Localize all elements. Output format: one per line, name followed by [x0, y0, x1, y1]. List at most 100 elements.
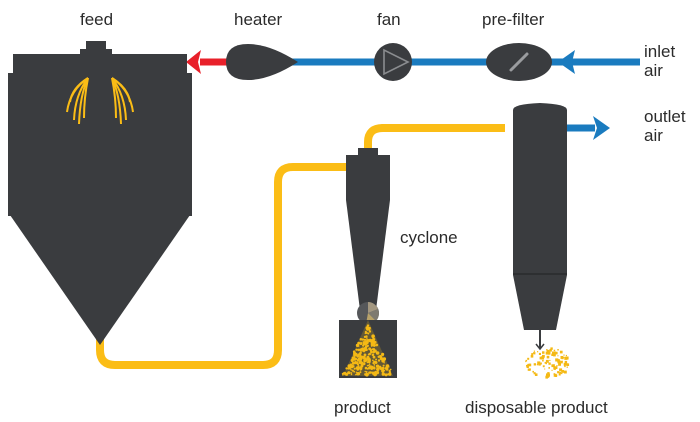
particle	[546, 349, 550, 353]
particle	[369, 330, 371, 332]
particle	[354, 352, 358, 356]
particle	[359, 359, 361, 361]
particle	[548, 367, 550, 369]
particle	[356, 372, 360, 376]
particle	[555, 358, 557, 361]
particle	[536, 363, 539, 366]
particle	[347, 371, 351, 375]
particle	[385, 365, 388, 367]
particle	[382, 364, 385, 367]
particle	[355, 373, 357, 376]
particle	[359, 366, 361, 369]
particle	[566, 364, 569, 366]
particle	[383, 362, 385, 364]
particle	[360, 364, 364, 368]
cyclone	[346, 148, 390, 325]
particle	[348, 367, 351, 370]
particle	[548, 351, 551, 354]
particle	[564, 356, 568, 360]
particle	[375, 351, 380, 355]
particle	[359, 371, 362, 374]
particle	[533, 363, 536, 366]
particle	[545, 376, 548, 379]
product-particles	[341, 324, 392, 377]
particle	[533, 352, 536, 355]
inlet-air-label-1: inlet	[644, 42, 676, 61]
disposable-particles	[525, 347, 570, 379]
product-label: product	[334, 398, 391, 417]
particle	[553, 353, 556, 357]
particle	[353, 370, 356, 373]
particle	[373, 344, 376, 347]
particle	[360, 367, 363, 370]
particle	[372, 350, 376, 354]
particle	[563, 362, 567, 366]
particle	[539, 362, 542, 365]
particle	[557, 359, 560, 362]
particle	[546, 355, 550, 359]
particle	[560, 360, 563, 364]
particle	[553, 373, 556, 375]
particle	[381, 352, 385, 356]
particle	[538, 352, 541, 355]
particle	[557, 349, 559, 351]
prefilter-icon	[486, 43, 552, 81]
particle	[375, 358, 378, 361]
particle	[372, 355, 376, 359]
particle	[375, 364, 380, 368]
particle	[358, 357, 363, 361]
particle	[388, 366, 390, 368]
particle	[370, 344, 373, 347]
particle	[549, 363, 551, 365]
particle	[359, 351, 362, 355]
particle	[364, 366, 368, 370]
fan-icon	[374, 43, 412, 81]
particle	[369, 365, 373, 369]
particle	[367, 353, 370, 356]
particle	[370, 339, 375, 343]
particle	[558, 362, 561, 366]
particle	[381, 372, 385, 376]
particle	[565, 354, 567, 357]
particle	[377, 359, 381, 362]
particle	[388, 369, 391, 372]
particle	[351, 358, 354, 361]
particle	[345, 367, 348, 370]
particle	[353, 352, 355, 355]
particle	[362, 355, 366, 359]
particle	[365, 372, 369, 377]
particle	[356, 363, 360, 366]
outlet-air-label-1: outlet	[644, 107, 686, 126]
particle	[373, 371, 377, 376]
particle	[352, 350, 356, 353]
particle	[549, 359, 551, 361]
particle	[358, 361, 361, 364]
particle	[363, 359, 367, 363]
particle	[551, 364, 555, 368]
particle	[366, 337, 368, 339]
particle	[359, 355, 362, 358]
particle	[364, 370, 367, 373]
particle	[552, 351, 555, 355]
particle	[357, 341, 361, 345]
particle	[381, 359, 385, 363]
particle	[363, 353, 367, 357]
particle	[545, 351, 549, 355]
product-line-to-filter	[364, 124, 505, 152]
particle	[377, 355, 380, 358]
heater-icon	[226, 44, 298, 80]
particle	[559, 372, 561, 374]
particle	[545, 359, 549, 363]
particle	[357, 353, 360, 356]
heater-label: heater	[234, 10, 283, 29]
particle	[530, 355, 534, 358]
particle	[561, 357, 564, 360]
particle	[373, 340, 376, 342]
particle	[540, 356, 545, 360]
particle	[350, 365, 354, 369]
particle	[371, 334, 375, 339]
particle	[553, 364, 555, 366]
particle	[372, 348, 376, 351]
particle	[380, 358, 382, 360]
particle	[366, 344, 369, 347]
